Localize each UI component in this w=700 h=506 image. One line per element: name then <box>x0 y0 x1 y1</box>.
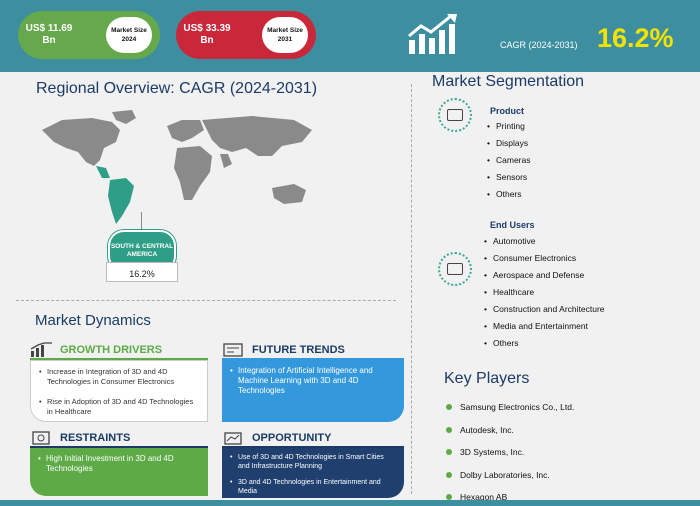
end-user-item: Consumer Electronics <box>484 253 605 270</box>
header-banner: US$ 11.69 Bn Market Size 2024 US$ 33.39 … <box>0 0 700 72</box>
market-size-2024-label: Market Size 2024 <box>106 17 152 53</box>
product-item: Printing <box>487 121 530 138</box>
cagr-label: CAGR (2024-2031) <box>500 40 578 50</box>
end-user-item: Automotive <box>484 236 605 253</box>
end-user-item: Aerospace and Defense <box>484 270 605 287</box>
market-segmentation-title: Market Segmentation <box>432 73 585 90</box>
product-group-title: Product <box>490 106 525 116</box>
key-players-title: Key Players <box>444 370 530 387</box>
growth-drivers-card: Increase in Integration of 3D and 4D Tec… <box>30 360 208 422</box>
end-user-item: Others <box>484 338 605 355</box>
restraints-title: RESTRAINTS <box>60 432 131 444</box>
bullet-icon <box>446 426 452 433</box>
market-dynamics-title: Market Dynamics <box>35 312 151 329</box>
product-item: Cameras <box>487 155 530 172</box>
product-item: Displays <box>487 138 530 155</box>
key-player-item: Hexagon AB <box>446 486 574 506</box>
bullet-icon <box>446 449 452 456</box>
key-player-name: Hexagon AB <box>460 492 508 503</box>
market-size-2031-value: US$ 33.39 Bn <box>183 23 231 46</box>
regional-overview-title: Regional Overview: CAGR (2024-2031) <box>36 80 318 97</box>
growth-driver-item: Increase in Integration of 3D and 4D Tec… <box>39 367 199 387</box>
key-player-item: Autodesk, Inc. <box>446 419 574 442</box>
opportunity-item: Use of 3D and 4D Technologies in Smart C… <box>230 453 396 471</box>
restraints-icon <box>32 431 50 445</box>
end-users-segment-icon <box>438 252 472 286</box>
market-size-2031-label: Market Size 2031 <box>262 17 308 53</box>
growth-drivers-header: GROWTH DRIVERS <box>30 342 162 358</box>
opportunity-item: 3D and 4D Technologies in Entertainment … <box>230 478 396 496</box>
future-trends-card: Integration of Artificial Intelligence a… <box>222 360 404 422</box>
key-player-item: Dolby Laboratories, Inc. <box>446 464 574 487</box>
growth-chart-icon <box>408 14 457 54</box>
cagr-value: 16.2% <box>597 23 674 53</box>
growth-driver-item: Rise in Adoption of 3D and 4D Technologi… <box>39 397 199 417</box>
opportunity-icon <box>224 432 242 445</box>
bullet-icon <box>446 404 452 411</box>
growth-drivers-underline <box>30 358 208 360</box>
footer-bar <box>0 500 700 506</box>
key-player-item: 3D Systems, Inc. <box>446 441 574 464</box>
world-map <box>42 110 312 224</box>
market-size-2024-pill: US$ 11.69 Bn Market Size 2024 <box>18 11 160 59</box>
product-item: Sensors <box>487 172 530 189</box>
end-users-list: Automotive Consumer Electronics Aerospac… <box>484 236 605 355</box>
growth-drivers-icon <box>30 342 52 357</box>
restraints-header: RESTRAINTS <box>30 430 130 446</box>
key-players-list: Samsung Electronics Co., Ltd. Autodesk, … <box>446 396 574 506</box>
restraints-underline <box>30 446 208 448</box>
future-trends-title: FUTURE TRENDS <box>252 344 345 356</box>
future-trend-item: Integration of Artificial Intelligence a… <box>230 366 396 396</box>
key-player-name: Autodesk, Inc. <box>460 424 514 435</box>
key-player-name: Dolby Laboratories, Inc. <box>460 469 550 480</box>
region-cagr-value: 16.2% <box>106 262 178 282</box>
region-connector <box>141 212 142 230</box>
section-divider-horizontal <box>16 300 396 301</box>
section-divider-vertical <box>411 84 412 494</box>
future-trends-underline <box>222 358 404 360</box>
opportunity-header: OPPORTUNITY <box>222 430 331 446</box>
restraint-item: High Initial Investment in 3D and 4D Tec… <box>38 454 200 474</box>
key-player-item: Samsung Electronics Co., Ltd. <box>446 396 574 419</box>
end-user-item: Healthcare <box>484 287 605 304</box>
opportunity-card: Use of 3D and 4D Technologies in Smart C… <box>222 448 404 498</box>
market-size-2024-value: US$ 11.69 Bn <box>25 23 73 46</box>
product-list: Printing Displays Cameras Sensors Others <box>487 121 530 206</box>
bullet-icon <box>446 471 452 478</box>
key-player-name: 3D Systems, Inc. <box>460 447 525 458</box>
growth-drivers-title: GROWTH DRIVERS <box>60 344 163 356</box>
key-player-name: Samsung Electronics Co., Ltd. <box>460 402 575 413</box>
future-trends-header: FUTURE TRENDS <box>222 342 345 358</box>
opportunity-underline <box>222 446 404 448</box>
product-segment-icon <box>438 98 472 132</box>
future-trends-icon <box>223 343 243 357</box>
opportunity-title: OPPORTUNITY <box>252 432 332 444</box>
end-user-item: Media and Entertainment <box>484 321 605 338</box>
restraints-card: High Initial Investment in 3D and 4D Tec… <box>30 448 208 496</box>
product-item: Others <box>487 189 530 206</box>
bullet-icon <box>446 494 452 501</box>
market-size-2031-pill: US$ 33.39 Bn Market Size 2031 <box>176 11 316 59</box>
end-users-group-title: End Users <box>490 220 535 230</box>
end-user-item: Construction and Architecture <box>484 304 605 321</box>
